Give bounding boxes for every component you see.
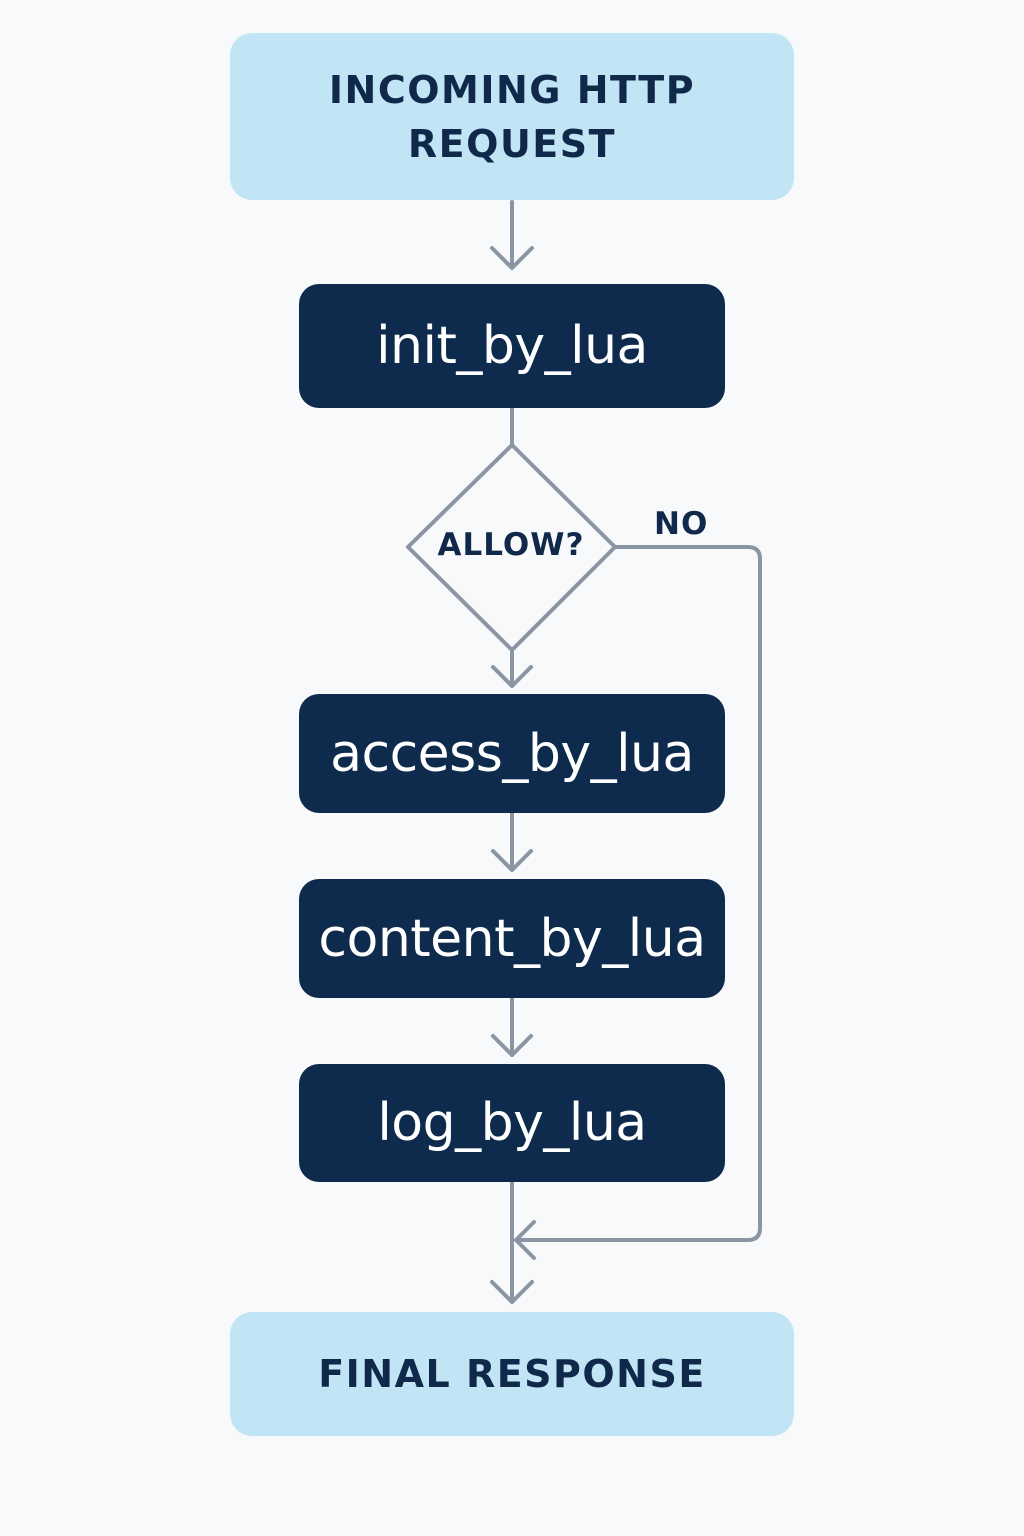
init-by-lua-node: init_by_lua xyxy=(299,284,725,408)
arrowhead-access-to-content xyxy=(491,849,533,872)
log-by-lua-node: log_by_lua xyxy=(299,1064,725,1182)
arrowhead-decision-to-access xyxy=(491,665,533,688)
content-by-lua-node: content_by_lua xyxy=(299,879,725,998)
decision-label: ALLOW? xyxy=(437,527,585,563)
access-by-lua-node: access_by_lua xyxy=(299,694,725,813)
connector-no-branch xyxy=(514,545,762,1242)
arrowhead-content-to-log xyxy=(491,1034,533,1057)
arrowhead-log-to-end xyxy=(490,1280,534,1304)
start-node: INCOMING HTTP REQUEST xyxy=(230,33,794,200)
arrowhead-start-to-init xyxy=(490,246,534,270)
end-node: FINAL RESPONSE xyxy=(230,1312,794,1436)
arrowhead-no-branch xyxy=(514,1220,536,1260)
no-branch-label: NO xyxy=(654,506,709,542)
